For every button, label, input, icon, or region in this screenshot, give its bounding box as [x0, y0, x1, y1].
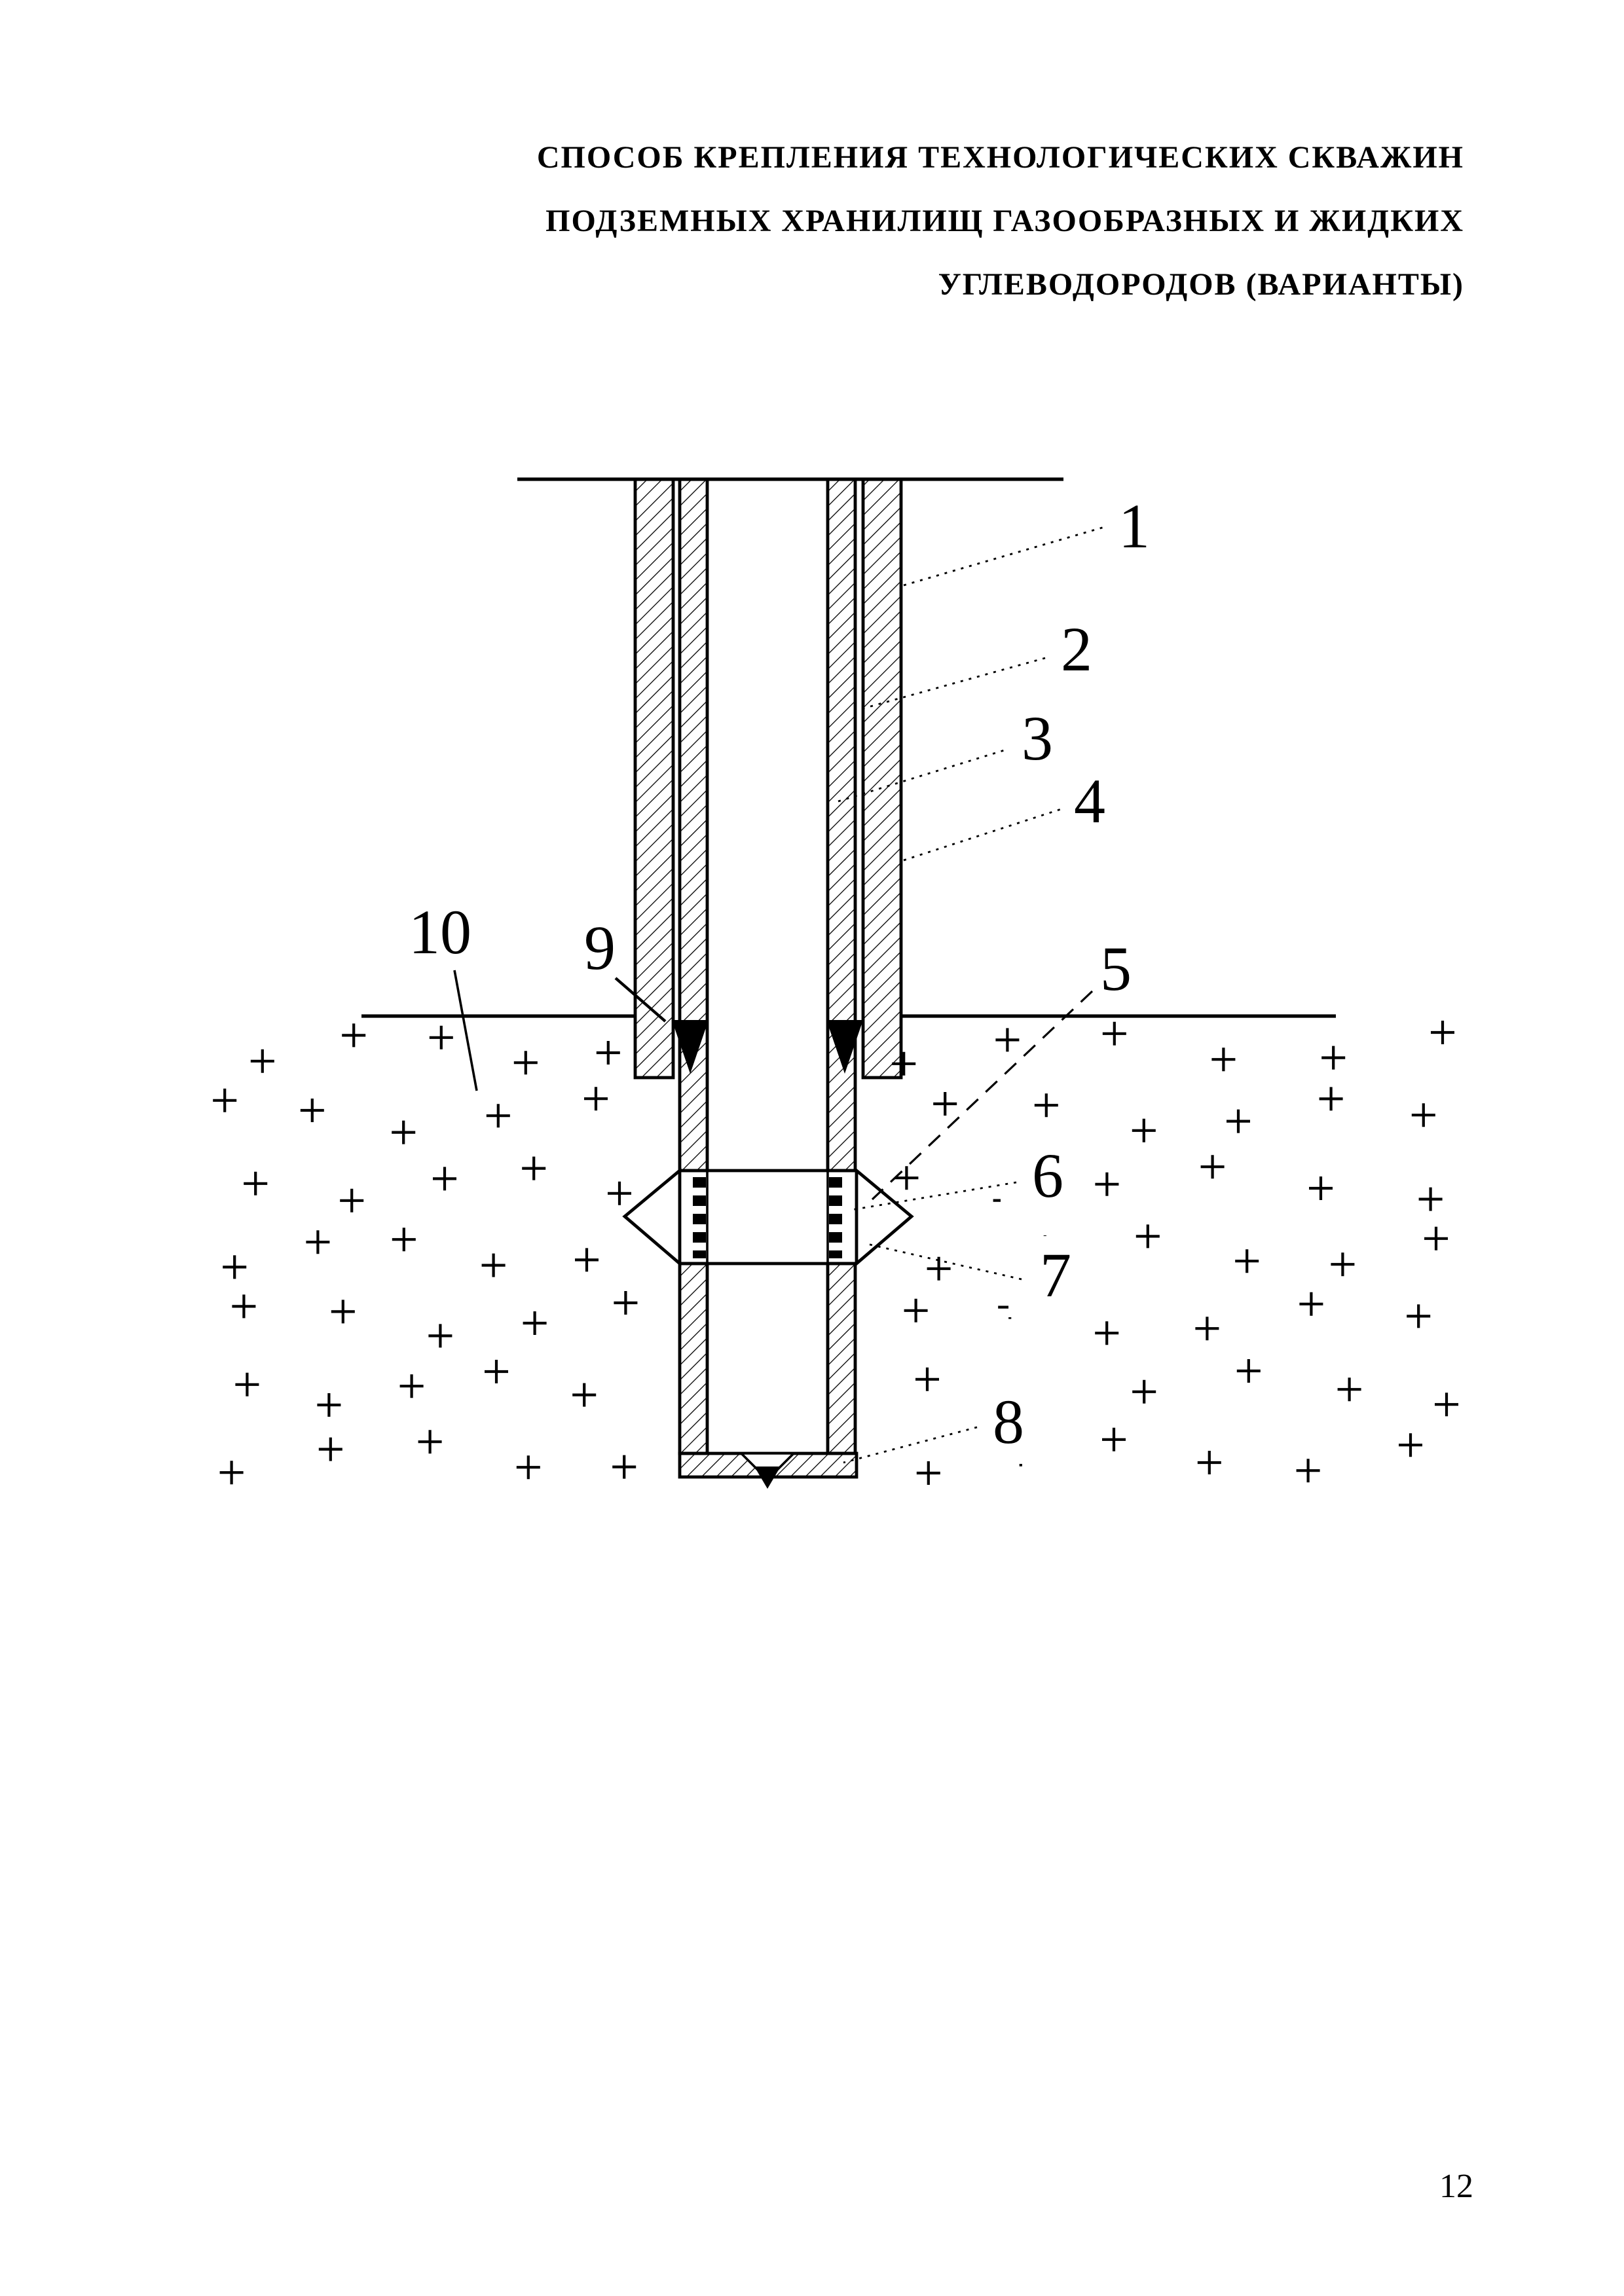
expansion-cone-right [855, 1167, 914, 1267]
annular-seal-right [826, 1020, 863, 1074]
inner-casing-right-wall-lower [826, 1262, 857, 1455]
inner-casing-left-wall-upper [678, 477, 709, 1173]
clearing-7 [1008, 1236, 1103, 1317]
callout-1: 1 [1118, 491, 1150, 561]
callout-7: 7 [1040, 1240, 1071, 1310]
callout-8: 8 [993, 1387, 1024, 1457]
callout-4: 4 [1074, 766, 1105, 836]
patent-title-line-3: УГЛЕВОДОРОДОВ (ВАРИАНТЫ) [938, 267, 1464, 302]
annular-seal-left [672, 1020, 709, 1074]
shoe-valve [754, 1467, 781, 1489]
callout-labels: 1 2 3 4 5 6 7 8 9 10 [409, 491, 1150, 1457]
leader-9 [614, 977, 667, 1023]
patent-title-line-1: СПОСОБ КРЕПЛЕНИЯ ТЕХНОЛОГИЧЕСКИХ СКВАЖИН [536, 140, 1464, 175]
callout-10: 10 [409, 897, 471, 967]
leader-4 [903, 808, 1061, 862]
inner-casing-left-wall-lower [678, 1262, 709, 1455]
rock-salt-marks-left [213, 1023, 638, 1485]
callout-6: 6 [1032, 1140, 1063, 1211]
inner-casing-right-wall-upper [826, 477, 857, 1173]
leader-lines [453, 525, 1107, 1464]
leader-10 [453, 970, 478, 1091]
leader-6 [851, 1181, 1017, 1211]
outer-casing-right-wall [861, 477, 903, 1080]
well-structure [361, 477, 1336, 1489]
patent-title: СПОСОБ КРЕПЛЕНИЯ ТЕХНОЛОГИЧЕСКИХ СКВАЖИН… [419, 126, 1464, 316]
callout-5: 5 [1100, 934, 1132, 1004]
leader-7 [866, 1243, 1022, 1281]
leader-8 [843, 1426, 978, 1464]
leader-1 [903, 525, 1107, 587]
callout-3: 3 [1022, 703, 1053, 773]
expansion-cone-left [622, 1167, 682, 1267]
outer-casing-left-wall [633, 477, 675, 1080]
clearing-8 [961, 1383, 1056, 1464]
callout-9: 9 [584, 913, 616, 983]
clearing-6 [1001, 1137, 1095, 1218]
patent-title-line-2: ПОДЗЕМНЫХ ХРАНИЛИЩ ГАЗООБРАЗНЫХ И ЖИДКИХ [545, 204, 1464, 238]
page-number: 12 [1439, 2168, 1473, 2205]
callout-2: 2 [1061, 614, 1092, 684]
